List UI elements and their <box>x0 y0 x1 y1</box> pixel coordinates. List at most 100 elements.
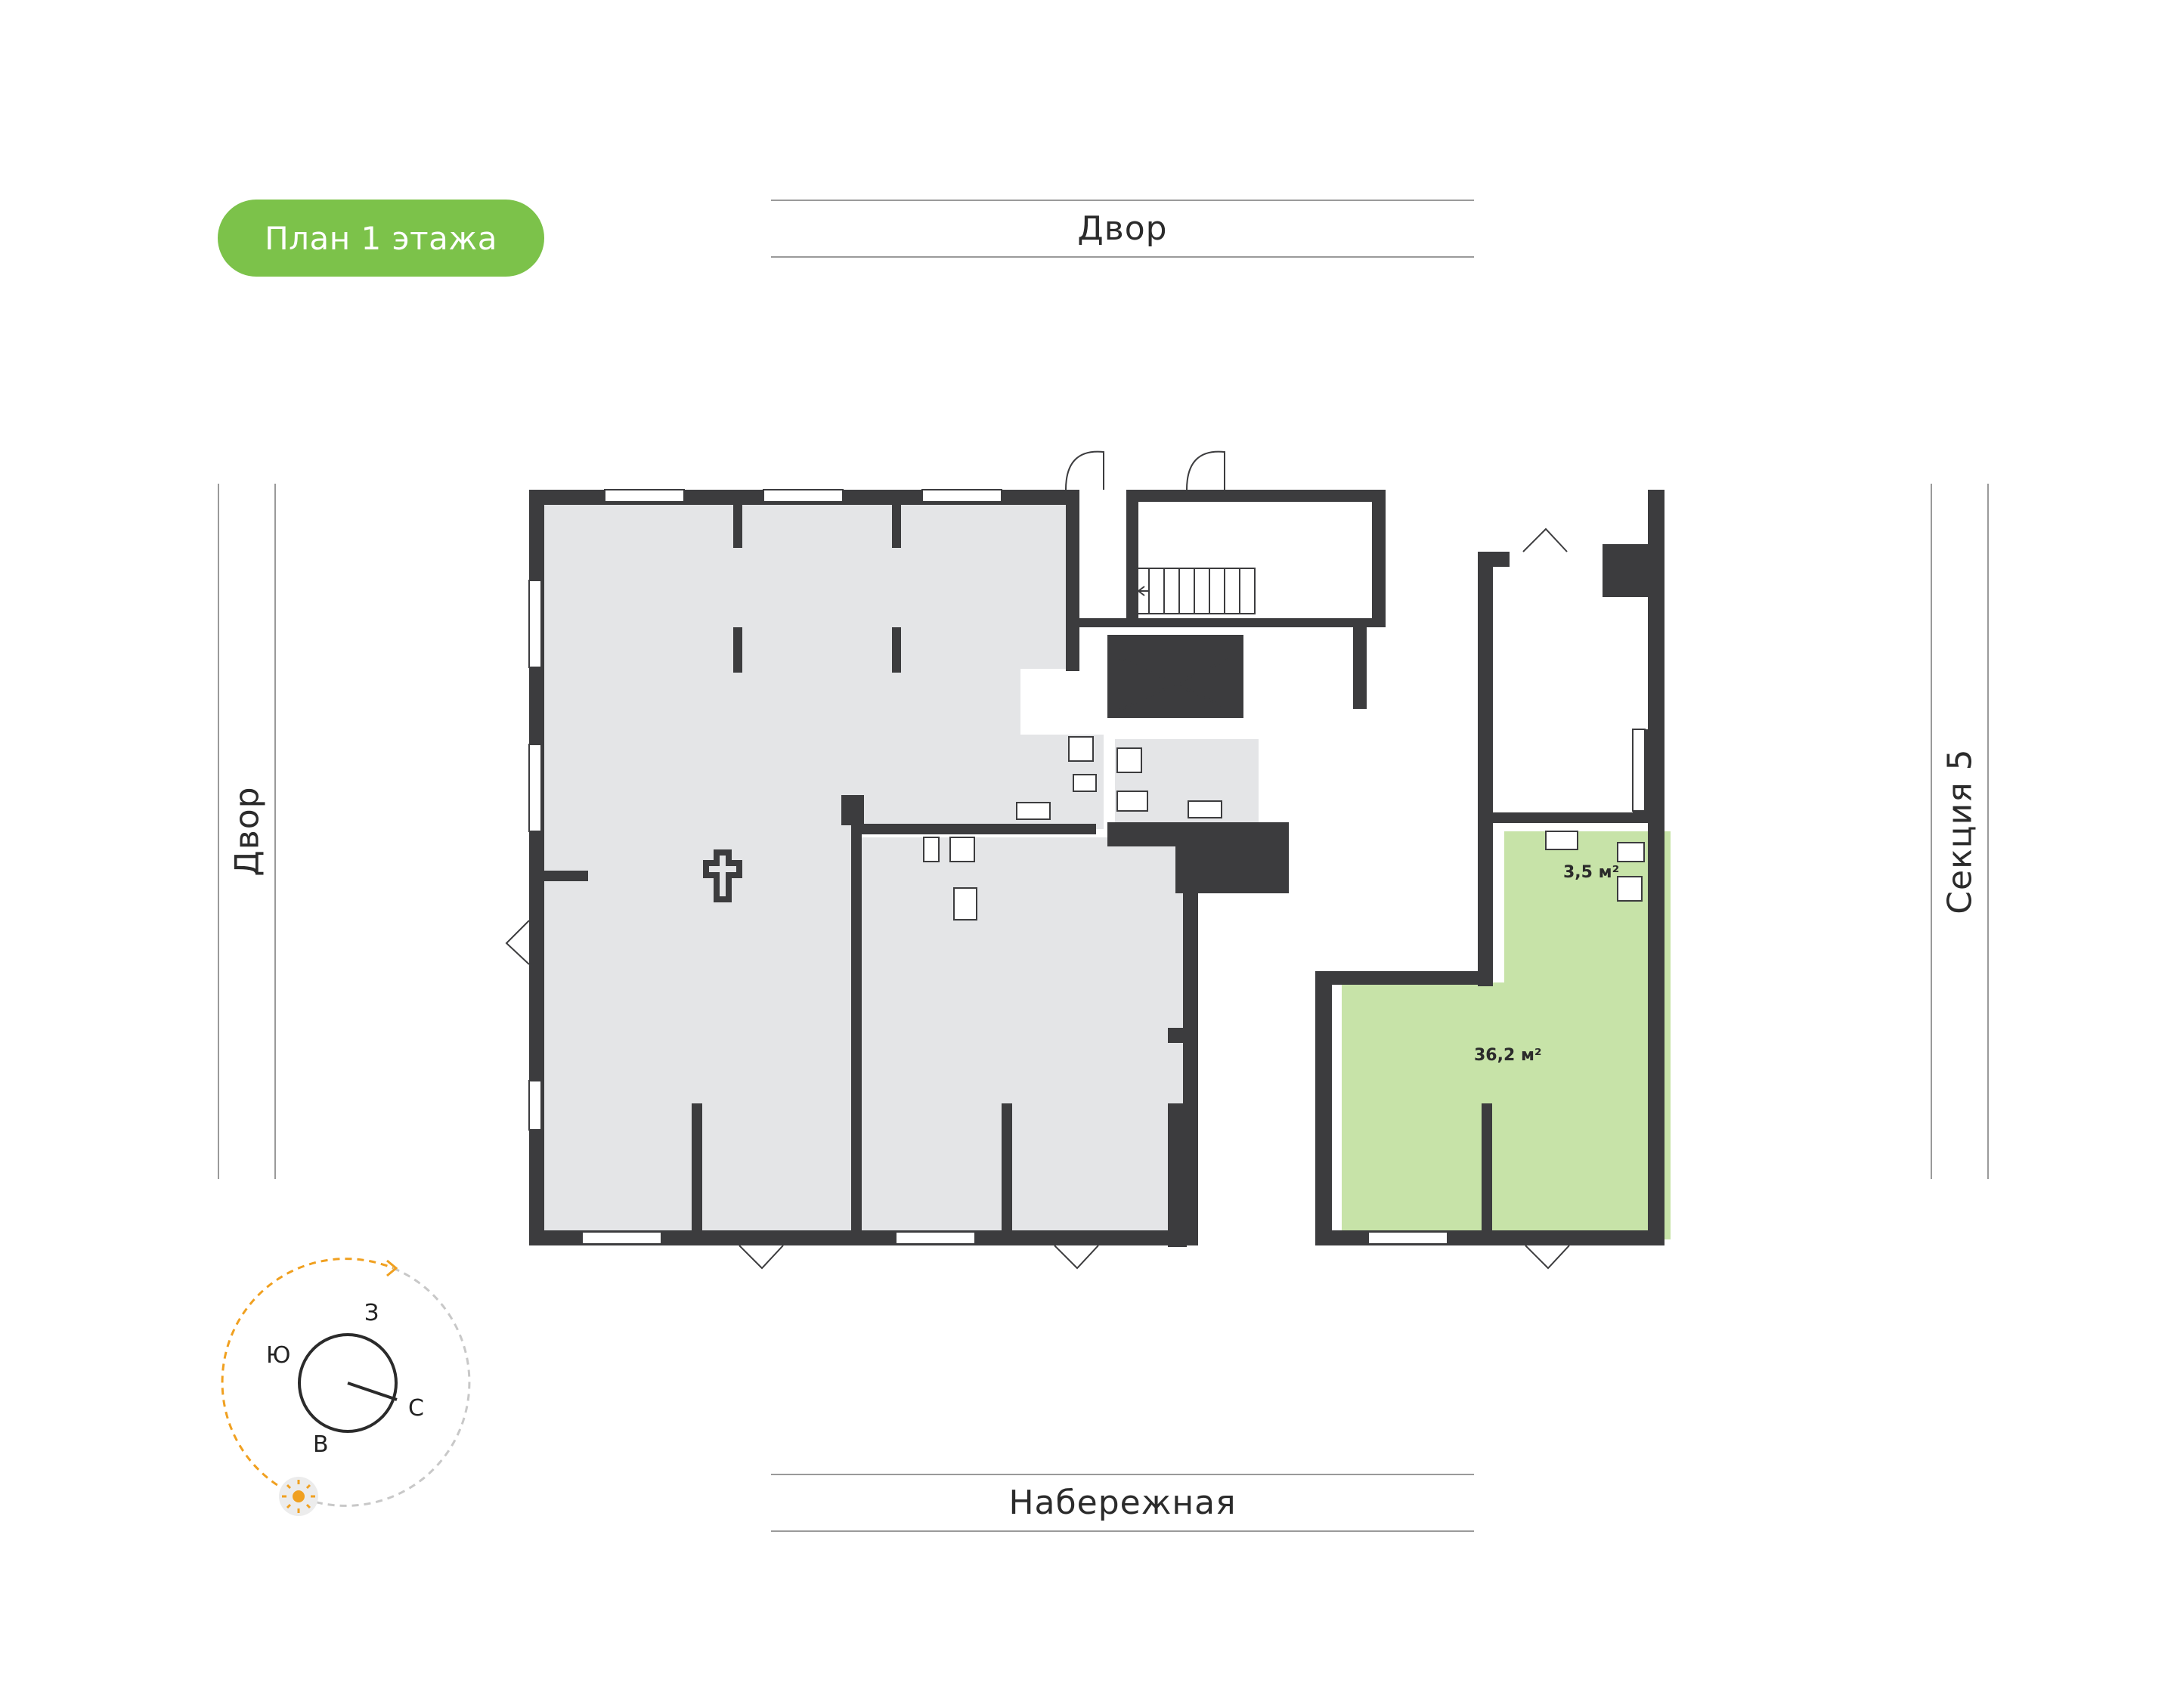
sun-path-arc <box>221 1258 394 1498</box>
selected-unit[interactable] <box>1342 831 1671 1239</box>
window <box>895 1231 976 1245</box>
door <box>1522 528 1568 552</box>
window <box>763 489 844 503</box>
area-label-main-room: 36,2 м² <box>1474 1046 1542 1065</box>
compass-west-label: З <box>364 1300 379 1326</box>
sink-icon <box>1188 800 1222 818</box>
column <box>703 849 742 902</box>
street-right: Секция 5 <box>1931 484 1989 1179</box>
shower-icon <box>1617 876 1643 902</box>
wall <box>851 824 862 1239</box>
door <box>739 1245 784 1270</box>
window <box>528 1080 542 1131</box>
floor-plan-title: План 1 этажа <box>265 219 497 257</box>
commercial-space-large <box>544 503 1066 1239</box>
wall <box>1175 840 1289 893</box>
door <box>1054 1245 1099 1270</box>
street-bottom-line <box>771 1474 1474 1475</box>
stairs <box>1133 568 1256 614</box>
wall <box>733 627 742 673</box>
street-top-line <box>771 256 1474 258</box>
floor-plan-badge: План 1 этажа <box>218 200 544 277</box>
compass-needle <box>347 1382 398 1401</box>
street-top-line <box>771 200 1474 201</box>
door <box>1525 1245 1570 1270</box>
wall <box>892 503 901 548</box>
toilet-icon <box>1617 842 1645 862</box>
wall <box>1648 490 1664 1245</box>
window <box>1632 729 1646 812</box>
wall <box>1478 552 1510 567</box>
shower-icon <box>1116 747 1142 773</box>
toilet-icon <box>1073 774 1097 792</box>
sun-icon-rays <box>282 1480 315 1513</box>
wall <box>1066 490 1079 671</box>
street-bottom-line <box>771 1530 1474 1532</box>
wall <box>841 795 864 825</box>
doors <box>505 450 1570 1270</box>
street-left-line <box>274 484 276 1179</box>
compass-north-label: С <box>408 1395 424 1422</box>
wall <box>1478 559 1493 986</box>
wall <box>1002 1103 1012 1239</box>
toilet-icon <box>1116 791 1148 812</box>
street-top: Двор <box>771 200 1474 258</box>
window <box>581 1231 662 1245</box>
wall <box>1478 812 1659 823</box>
street-bottom: Набережная <box>771 1474 1474 1532</box>
sink-icon <box>1016 802 1051 820</box>
wall <box>733 503 742 548</box>
window <box>604 489 685 503</box>
door <box>1065 450 1104 490</box>
window <box>921 489 1002 503</box>
wall <box>1126 490 1138 627</box>
sun-icon <box>282 1480 315 1513</box>
sanitary <box>923 736 1645 921</box>
elevator-icon <box>1118 656 1233 712</box>
wall <box>692 1103 702 1239</box>
compass <box>221 1258 471 1516</box>
street-top-label: Двор <box>1077 209 1168 248</box>
toilet-icon <box>923 837 940 862</box>
sun-path-arc-night <box>298 1267 471 1507</box>
wall <box>1603 559 1648 597</box>
wall <box>1168 1028 1187 1043</box>
window <box>1367 1231 1448 1245</box>
wall <box>1315 971 1485 985</box>
street-left: Двор <box>218 484 276 1179</box>
wall <box>1353 627 1367 709</box>
stair-steps <box>1148 568 1240 614</box>
shower-icon <box>949 837 975 862</box>
sun-path-arrow-icon <box>386 1259 398 1277</box>
street-right-line <box>1931 484 1932 1179</box>
elevator-shaft <box>1117 656 1234 712</box>
wall <box>1315 971 1332 1245</box>
commercial-space-middle <box>862 837 1183 1239</box>
wall <box>1482 1103 1492 1239</box>
elevator <box>1117 656 1234 712</box>
door <box>505 920 530 965</box>
stairs-arrow-icon <box>1136 586 1149 596</box>
wall <box>1372 490 1386 627</box>
wall <box>1126 490 1383 502</box>
wall <box>529 490 544 1245</box>
street-bottom-label: Набережная <box>1008 1484 1237 1522</box>
compass-east-label: В <box>313 1431 329 1458</box>
sun-icon-core <box>293 1490 305 1502</box>
sink-icon <box>1545 831 1578 850</box>
window <box>528 580 542 668</box>
door <box>1186 450 1225 490</box>
wall <box>892 627 901 673</box>
wall <box>851 824 1096 834</box>
sink-icon <box>953 887 977 921</box>
area-label-bathroom: 3,5 м² <box>1563 863 1620 882</box>
compass-south-label: Ю <box>266 1342 291 1369</box>
street-left-line <box>218 484 219 1179</box>
wall <box>1066 618 1383 627</box>
wall <box>541 871 588 881</box>
window <box>528 744 542 832</box>
windows <box>528 489 1646 1245</box>
wall <box>1168 1103 1187 1247</box>
street-right-line <box>1987 484 1989 1179</box>
